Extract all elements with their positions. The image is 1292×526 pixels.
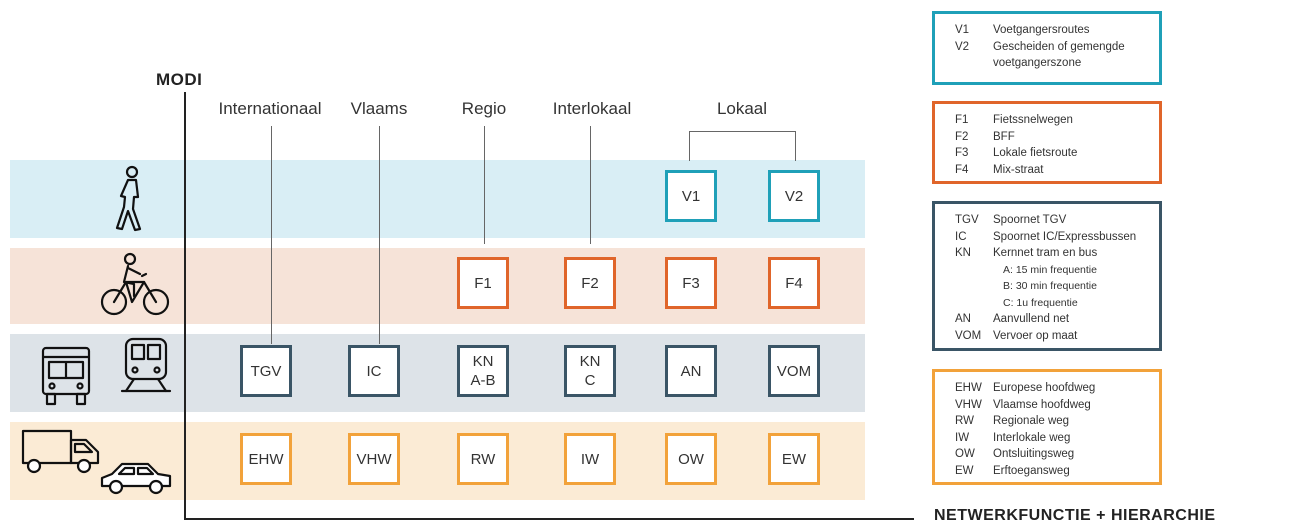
column-header-vlaams: Vlaams — [350, 99, 408, 118]
node-vhw: VHW — [348, 433, 400, 485]
node-an: AN — [665, 345, 717, 397]
node-ew: EW — [768, 433, 820, 485]
pedestrian-icon — [115, 165, 142, 232]
legend-subitem: A: 15 min frequentie — [1003, 263, 1097, 276]
column-header-lokaal: Lokaal — [716, 99, 768, 118]
connector-vlaams — [379, 126, 380, 344]
y-axis-line — [184, 92, 186, 520]
x-axis-line — [184, 518, 914, 520]
connector-lokaal-bracket — [689, 131, 795, 132]
node-f2: F2 — [564, 257, 616, 309]
node-ehw: EHW — [240, 433, 292, 485]
row-band-public-transport — [10, 334, 865, 412]
connector-lokaal-left — [689, 131, 690, 161]
x-axis-title: NETWERKFUNCTIE + HIERARCHIE — [934, 507, 1216, 524]
node-vom: VOM — [768, 345, 820, 397]
connector-interlokaal — [590, 126, 591, 244]
node-rw: RW — [457, 433, 509, 485]
node-f3: F3 — [665, 257, 717, 309]
legend-subitem: B: 30 min frequentie — [1003, 280, 1097, 292]
node-v1: V1 — [665, 170, 717, 222]
connector-regio — [484, 126, 485, 244]
column-header-internationaal: Internationaal — [218, 99, 322, 118]
column-header-interlokaal: Interlokaal — [552, 99, 632, 118]
truck-icon — [21, 429, 100, 474]
connector-internationaal — [271, 126, 272, 344]
row-band-bicycle — [10, 248, 865, 324]
connector-lokaal-right — [795, 131, 796, 161]
y-axis-title: MODI — [156, 70, 203, 89]
car-icon — [100, 462, 172, 495]
node-ic: IC — [348, 345, 400, 397]
node-tgv: TGV — [240, 345, 292, 397]
bicycle-icon — [100, 252, 170, 316]
node-f4: F4 — [768, 257, 820, 309]
legend-subitem: C: 1u frequentie — [1003, 296, 1078, 309]
row-band-pedestrian — [10, 160, 865, 238]
node-ow: OW — [665, 433, 717, 485]
bus-icon — [41, 346, 91, 406]
node-iw: IW — [564, 433, 616, 485]
node-f1: F1 — [457, 257, 509, 309]
column-header-regio: Regio — [461, 99, 507, 118]
node-v2: V2 — [768, 170, 820, 222]
train-icon — [120, 337, 172, 393]
